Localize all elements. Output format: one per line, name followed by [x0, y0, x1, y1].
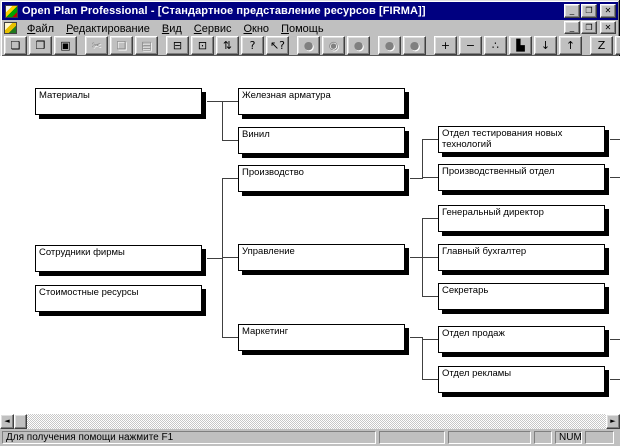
connector-line — [410, 257, 422, 258]
document-system-icon[interactable] — [4, 21, 17, 34]
cut-button[interactable]: ✂ — [85, 35, 108, 55]
tree-node-rebar[interactable]: Железная арматура — [238, 88, 405, 115]
tree-node-secretary[interactable]: Секретарь — [438, 283, 605, 310]
save-button[interactable]: ▣ — [54, 35, 77, 55]
tree-node-testing-dept[interactable]: Отдел тестирования новых технологий — [438, 126, 605, 153]
resource-circle-1-button[interactable]: ● — [297, 35, 320, 55]
child-minimize-button[interactable]: _ — [564, 21, 580, 34]
menu-item-view[interactable]: Вид — [161, 22, 182, 35]
connector-line — [610, 139, 620, 140]
connector-line — [422, 337, 423, 380]
connector-line — [222, 337, 238, 338]
close-button[interactable]: ✕ — [600, 4, 616, 18]
tree-node-advertising-dept[interactable]: Отдел рекламы — [438, 366, 605, 393]
status-help-message: Для получения помощи нажмите F1 — [2, 431, 376, 444]
connector-line — [207, 258, 222, 259]
scroll-left-arrow[interactable]: ◄ — [0, 414, 14, 429]
scroll-thumb[interactable] — [14, 414, 27, 429]
tree-node-sales-dept[interactable]: Отдел продаж — [438, 326, 605, 353]
scroll-right-arrow[interactable]: ► — [606, 414, 620, 429]
title-bar[interactable]: Open Plan Professional - [Стандартное пр… — [2, 2, 618, 20]
connector-line — [610, 339, 620, 340]
connector-line — [422, 139, 438, 140]
connector-line — [222, 178, 223, 338]
child-restore-button[interactable]: ❐ — [581, 21, 597, 34]
toolbar: ❏❐▣✂❑▤⊟⊡⇅?↖?●◉●●●+−∴▙↓↑Z≣◱◳ — [2, 35, 620, 56]
connector-line — [422, 379, 438, 380]
connector-line — [207, 101, 222, 102]
open-button[interactable]: ❐ — [29, 35, 52, 55]
tree-node-materials[interactable]: Материалы — [35, 88, 202, 115]
help-book-button[interactable]: ? — [241, 35, 264, 55]
horizontal-scrollbar[interactable]: ◄ ► — [0, 414, 620, 429]
connector-line — [422, 177, 438, 178]
scatter-dots-button[interactable]: ∴ — [484, 35, 507, 55]
new-button[interactable]: ❏ — [4, 35, 27, 55]
menu-item-window[interactable]: Окно — [243, 22, 270, 35]
connector-line — [422, 339, 438, 340]
tree-node-chief-accountant[interactable]: Главный бухгалтер — [438, 244, 605, 271]
move-up-button[interactable]: ↑ — [559, 35, 582, 55]
app-icon — [5, 4, 18, 18]
connector-line — [222, 101, 238, 102]
copy-button[interactable]: ❑ — [110, 35, 133, 55]
menu-item-help[interactable]: Помощь — [281, 22, 324, 35]
connector-line — [410, 337, 422, 338]
step-chart-button[interactable]: ▙ — [509, 35, 532, 55]
menu-item-edit[interactable]: Редактирование — [66, 22, 150, 35]
tree-node-management[interactable]: Управление — [238, 244, 405, 271]
menu-item-service[interactable]: Сервис — [193, 22, 232, 35]
restore-button[interactable]: ❐ — [581, 4, 597, 18]
connector-line — [222, 101, 223, 141]
resource-circle-5-button[interactable]: ● — [403, 35, 426, 55]
status-panel-4 — [534, 431, 552, 444]
remove-button[interactable]: − — [459, 35, 482, 55]
connector-line — [422, 218, 438, 219]
tree-node-employees[interactable]: Сотрудники фирмы — [35, 245, 202, 272]
connector-line — [222, 140, 238, 141]
connector-line — [222, 178, 238, 179]
status-num-lock: NUM — [555, 431, 582, 444]
resource-circle-3-button[interactable]: ● — [347, 35, 370, 55]
window-title: Open Plan Professional - [Стандартное пр… — [22, 5, 426, 17]
connector-line — [422, 218, 423, 297]
resource-circle-4-button[interactable]: ● — [378, 35, 401, 55]
tree-node-general-director[interactable]: Генеральный директор — [438, 205, 605, 232]
connector-line — [422, 139, 423, 179]
status-panel-6 — [585, 431, 614, 444]
connector-line — [222, 257, 238, 258]
connector-line — [610, 379, 620, 380]
resource-circle-2-button[interactable]: ◉ — [322, 35, 345, 55]
connector-line — [422, 257, 438, 258]
tree-node-production-dept[interactable]: Производственный отдел — [438, 164, 605, 191]
tree-node-marketing[interactable]: Маркетинг — [238, 324, 405, 351]
add-button[interactable]: + — [434, 35, 457, 55]
print-preview-button[interactable]: ⊡ — [191, 35, 214, 55]
status-panel-2 — [379, 431, 445, 444]
status-bar: Для получения помощи нажмите F1 NUM — [0, 429, 620, 446]
paste-button[interactable]: ▤ — [135, 35, 158, 55]
notes-button[interactable]: ≣ — [615, 35, 620, 55]
connector-line — [410, 178, 422, 179]
tree-node-cost-resources[interactable]: Стоимостные ресурсы — [35, 285, 202, 312]
connector-line — [422, 296, 438, 297]
child-close-button[interactable]: ✕ — [600, 21, 616, 34]
menu-item-file[interactable]: Файл — [27, 22, 55, 35]
connector-line — [610, 177, 620, 178]
context-help-button[interactable]: ↖? — [266, 35, 289, 55]
print-button[interactable]: ⊟ — [166, 35, 189, 55]
zigzag-button[interactable]: Z — [590, 35, 613, 55]
tree-node-vinyl[interactable]: Винил — [238, 127, 405, 154]
tree-node-production[interactable]: Производство — [238, 165, 405, 192]
minimize-button[interactable]: _ — [564, 4, 580, 18]
menu-items: Файл Редактирование Вид Сервис Окно Помощь — [21, 19, 330, 37]
status-panel-3 — [448, 431, 531, 444]
move-down-button[interactable]: ↓ — [534, 35, 557, 55]
exchange-arrows-button[interactable]: ⇅ — [216, 35, 239, 55]
